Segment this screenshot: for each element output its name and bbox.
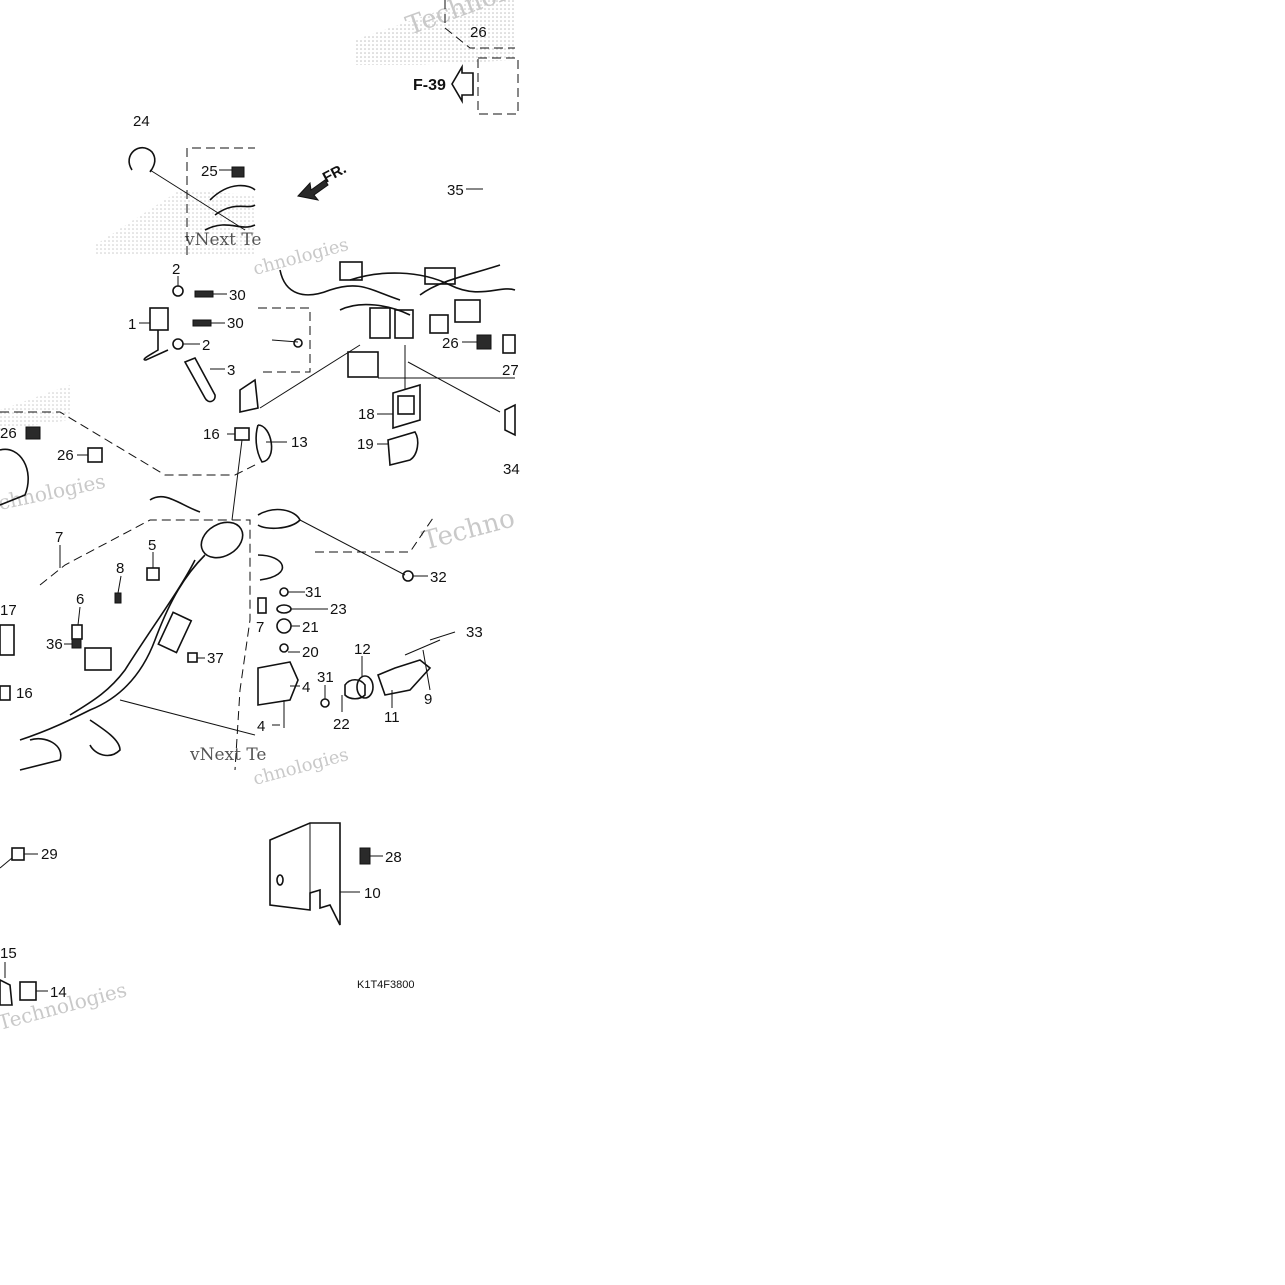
callout-2: 2	[202, 337, 210, 354]
callout-8: 8	[116, 560, 124, 577]
part-26-clip	[476, 334, 492, 350]
part-27-clip	[502, 334, 516, 354]
callout-34: 34	[503, 461, 520, 478]
callout-11: 11	[384, 709, 400, 726]
callout-22: 22	[333, 716, 350, 733]
callout-17: 17	[0, 602, 17, 619]
callout-12: 12	[354, 641, 371, 658]
callout-31: 31	[317, 669, 334, 686]
callout-9: 9	[424, 691, 432, 708]
callout-21: 21	[302, 619, 319, 636]
callout-30: 30	[229, 287, 246, 304]
callout-36: 36	[46, 636, 63, 653]
callout-16: 16	[16, 685, 33, 702]
part-17-relay-left	[0, 624, 15, 656]
part-3-cap	[183, 356, 216, 403]
callout-27: 27	[502, 362, 519, 379]
callout-26: 26	[470, 24, 487, 41]
bracket-block	[239, 338, 303, 413]
harness-bundle-upper	[204, 166, 256, 231]
watermark: chnologies	[0, 469, 107, 515]
callout-2: 2	[172, 261, 180, 278]
stipple-shading	[0, 0, 515, 430]
callout-14: 14	[50, 984, 67, 1001]
part-6-tie	[71, 624, 83, 640]
part-37-clip	[187, 652, 198, 663]
part-34-clip	[504, 403, 516, 437]
callout-10: 10	[364, 885, 381, 902]
callout-23: 23	[330, 601, 347, 618]
callout-24: 24	[133, 113, 150, 130]
callout-30: 30	[227, 315, 244, 332]
callout-6: 6	[76, 591, 84, 608]
callout-17: 7	[256, 619, 264, 636]
part-16-connector-left	[0, 685, 11, 701]
watermark: Techno	[419, 503, 518, 556]
part-29-clip	[0, 847, 25, 869]
callout-20: 20	[302, 644, 319, 661]
callout-19: 19	[357, 436, 374, 453]
part-36-clip	[71, 638, 82, 649]
watermark: vNext Te	[189, 745, 266, 765]
callout-labels: 26 24 25 35 2 30 1 30 2 3 26 27 18 19 34…	[0, 24, 520, 1001]
callout-37: 37	[207, 650, 224, 667]
callout-33: 33	[466, 624, 483, 641]
part-18-relay	[392, 383, 421, 430]
harness-clamp-24	[128, 146, 246, 231]
callout-3: 3	[227, 362, 235, 379]
callout-4: 4	[302, 679, 310, 696]
group-outlines	[0, 0, 519, 771]
front-direction-marker: FR.	[297, 160, 349, 201]
part-5-grommet	[146, 567, 160, 581]
part-13-band	[255, 424, 273, 463]
callout-4: 4	[257, 718, 265, 735]
watermark: vNext Te	[184, 230, 261, 250]
reference-label: F-39	[413, 77, 446, 94]
callout-25: 25	[201, 163, 218, 180]
callout-26: 26	[442, 335, 459, 352]
callout-13: 13	[291, 434, 308, 451]
sub-harness-7	[19, 521, 256, 771]
callout-28: 28	[385, 849, 402, 866]
part-19-cover	[387, 431, 419, 467]
callout-26: 26	[57, 447, 74, 464]
part-2-washer	[172, 285, 184, 350]
part-30-bolt	[192, 290, 214, 327]
callout-18: 18	[358, 406, 375, 423]
callout-16: 16	[203, 426, 220, 443]
part-10-cover	[269, 822, 341, 926]
callout-1: 1	[128, 316, 136, 333]
watermarks: Technologies vNext Te chnologies chnolog…	[0, 0, 574, 1035]
watermark: chnologies	[251, 234, 351, 280]
callout-31: 31	[305, 584, 322, 601]
callout-7: 7	[55, 529, 63, 546]
part-28-clip	[359, 847, 371, 865]
callout-32: 32	[430, 569, 447, 586]
part-8-tie	[114, 592, 122, 604]
part-15-connector	[0, 979, 13, 1006]
callout-15: 15	[0, 945, 17, 962]
callout-26: 26	[0, 425, 17, 442]
part-16-connector	[231, 427, 250, 521]
diagram-code: K1T4F3800	[357, 979, 414, 991]
mounting-hardware	[257, 508, 456, 728]
callout-35: 35	[447, 182, 464, 199]
left-connectors	[0, 426, 201, 513]
part-1-switch	[143, 307, 169, 361]
leader-lines	[4, 169, 483, 992]
main-wire-harness	[259, 261, 516, 413]
reference-arrow: F-39	[413, 64, 474, 104]
callout-29: 29	[41, 846, 58, 863]
part-14-connector	[19, 981, 37, 1001]
callout-5: 5	[148, 537, 156, 554]
